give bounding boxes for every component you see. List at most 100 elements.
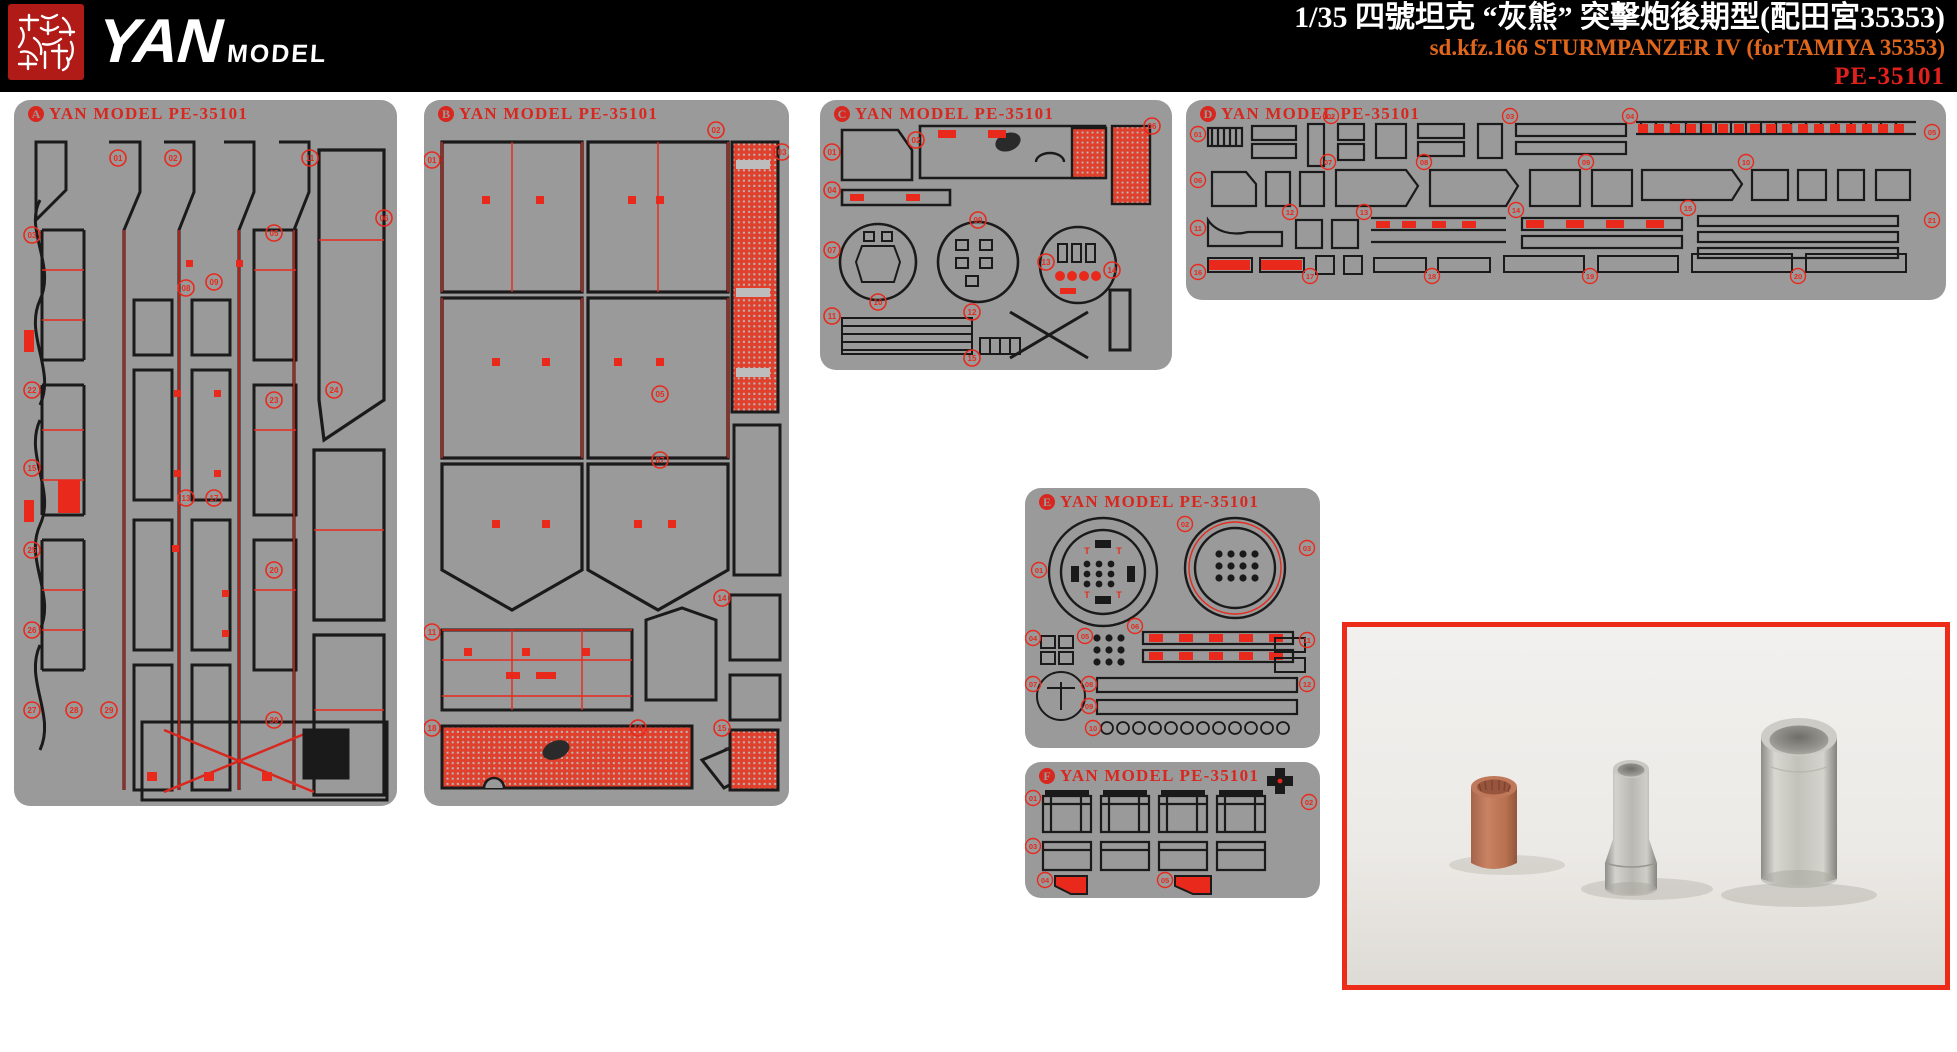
svg-text:21: 21: [1928, 216, 1936, 225]
svg-text:03: 03: [1506, 112, 1514, 121]
fret-f-brand: YAN MODEL: [1060, 766, 1175, 785]
fret-a-brand: YAN MODEL: [49, 104, 164, 123]
svg-text:01: 01: [114, 154, 123, 163]
svg-text:30: 30: [270, 716, 279, 725]
svg-text:11: 11: [306, 154, 315, 163]
svg-text:04: 04: [1029, 634, 1038, 643]
svg-text:11: 11: [1303, 636, 1311, 645]
svg-text:15: 15: [28, 464, 37, 473]
fret-e-code: PE-35101: [1179, 492, 1260, 511]
svg-text:01: 01: [828, 148, 837, 157]
fret-b-label: B YAN MODEL PE-35101: [438, 104, 658, 124]
svg-text:17: 17: [1306, 272, 1314, 281]
svg-text:09: 09: [1085, 702, 1093, 711]
svg-text:29: 29: [105, 706, 114, 715]
svg-text:19: 19: [1586, 272, 1594, 281]
fret-e-label: E YAN MODEL PE-35101: [1039, 492, 1259, 512]
svg-text:08: 08: [182, 284, 191, 293]
svg-text:02: 02: [1327, 112, 1335, 121]
fret-c-brand: YAN MODEL: [855, 104, 970, 123]
fret-d-letter: D: [1200, 106, 1216, 122]
svg-text:15: 15: [718, 724, 727, 733]
fret-d-brand: YAN MODEL: [1221, 104, 1336, 123]
svg-text:27: 27: [28, 706, 37, 715]
fret-e-letter: E: [1039, 494, 1055, 510]
fret-c-label: C YAN MODEL PE-35101: [834, 104, 1054, 124]
svg-text:06: 06: [380, 214, 389, 223]
plastic-kit-barrel-stub: [1471, 776, 1517, 869]
svg-text:13: 13: [1042, 258, 1051, 267]
svg-text:02: 02: [1181, 520, 1189, 529]
svg-text:12: 12: [968, 308, 977, 317]
brand-lockup: YAN MODEL: [8, 4, 329, 80]
svg-text:01: 01: [428, 156, 437, 165]
svg-text:01: 01: [1035, 566, 1043, 575]
svg-text:07: 07: [1324, 158, 1332, 167]
svg-text:04: 04: [1626, 112, 1635, 121]
svg-text:14: 14: [1512, 206, 1521, 215]
svg-text:04: 04: [828, 186, 837, 195]
svg-text:02: 02: [712, 126, 721, 135]
svg-text:23: 23: [270, 396, 279, 405]
fret-a: A YAN MODEL PE-35101: [14, 100, 397, 806]
svg-text:12: 12: [1286, 208, 1294, 217]
fret-e-brand: YAN MODEL: [1060, 492, 1175, 511]
svg-text:08: 08: [1085, 680, 1093, 689]
svg-text:20: 20: [270, 566, 279, 575]
svg-text:05: 05: [1081, 632, 1089, 641]
svg-text:01: 01: [1029, 794, 1037, 803]
svg-text:13: 13: [1360, 208, 1368, 217]
title-chinese: 1/35 四號坦克 “灰熊” 突擊炮後期型(配田宮35353): [1294, 1, 1945, 34]
fret-b-brand: YAN MODEL: [459, 104, 574, 123]
fret-c-code: PE-35101: [974, 104, 1055, 123]
svg-text:13: 13: [182, 494, 191, 503]
fret-a-label: A YAN MODEL PE-35101: [28, 104, 248, 124]
svg-text:11: 11: [1194, 224, 1202, 233]
fret-a-code: PE-35101: [168, 104, 249, 123]
fret-f-letter: F: [1039, 768, 1055, 784]
svg-text:03: 03: [1029, 842, 1037, 851]
svg-text:03: 03: [1303, 544, 1311, 553]
fret-b-letter: B: [438, 106, 454, 122]
svg-text:20: 20: [1794, 272, 1802, 281]
svg-text:10: 10: [1742, 158, 1750, 167]
svg-text:24: 24: [330, 386, 339, 395]
svg-text:05: 05: [656, 390, 665, 399]
svg-text:17: 17: [210, 494, 219, 503]
fret-a-letter: A: [28, 106, 44, 122]
svg-text:25: 25: [28, 546, 37, 555]
svg-text:07: 07: [1029, 680, 1037, 689]
fret-e: E YAN MODEL PE-35101 T T T T: [1025, 488, 1320, 748]
part-number: PE-35101: [1834, 63, 1945, 91]
header-bar: YAN MODEL 1/35 四號坦克 “灰熊” 突擊炮後期型(配田宮35353…: [0, 0, 1957, 92]
fret-b-code: PE-35101: [578, 104, 659, 123]
svg-text:03: 03: [778, 148, 787, 157]
svg-text:09: 09: [1582, 158, 1590, 167]
svg-text:18: 18: [428, 724, 437, 733]
turned-metal-barrel-short: [1604, 760, 1658, 896]
fret-b: B YAN MODEL PE-35101: [424, 100, 789, 806]
svg-text:16: 16: [1194, 268, 1202, 277]
svg-text:03: 03: [28, 231, 37, 240]
svg-text:19: 19: [634, 724, 643, 733]
turned-metal-barrel-long: [1761, 718, 1837, 888]
brand-wordmark: YAN MODEL: [96, 7, 329, 76]
svg-text:15: 15: [1684, 204, 1692, 213]
svg-text:22: 22: [28, 386, 37, 395]
svg-text:28: 28: [70, 706, 79, 715]
parts-photo: [1342, 622, 1950, 990]
fret-c: C YAN MODEL PE-35101: [820, 100, 1172, 370]
svg-text:12: 12: [1303, 680, 1311, 689]
fret-d-label: D YAN MODEL PE-35101: [1200, 104, 1420, 124]
svg-text:02: 02: [169, 154, 178, 163]
svg-text:02: 02: [912, 136, 921, 145]
svg-text:15: 15: [968, 354, 977, 363]
svg-text:04: 04: [1041, 876, 1050, 885]
chinese-seal-icon: [8, 4, 84, 80]
svg-text:01: 01: [1194, 130, 1202, 139]
svg-text:T: T: [1116, 590, 1122, 600]
fret-f-code: PE-35101: [1179, 766, 1260, 785]
title-block: 1/35 四號坦克 “灰熊” 突擊炮後期型(配田宮35353) sd.kfz.1…: [1294, 1, 1945, 91]
svg-text:05: 05: [1161, 876, 1169, 885]
